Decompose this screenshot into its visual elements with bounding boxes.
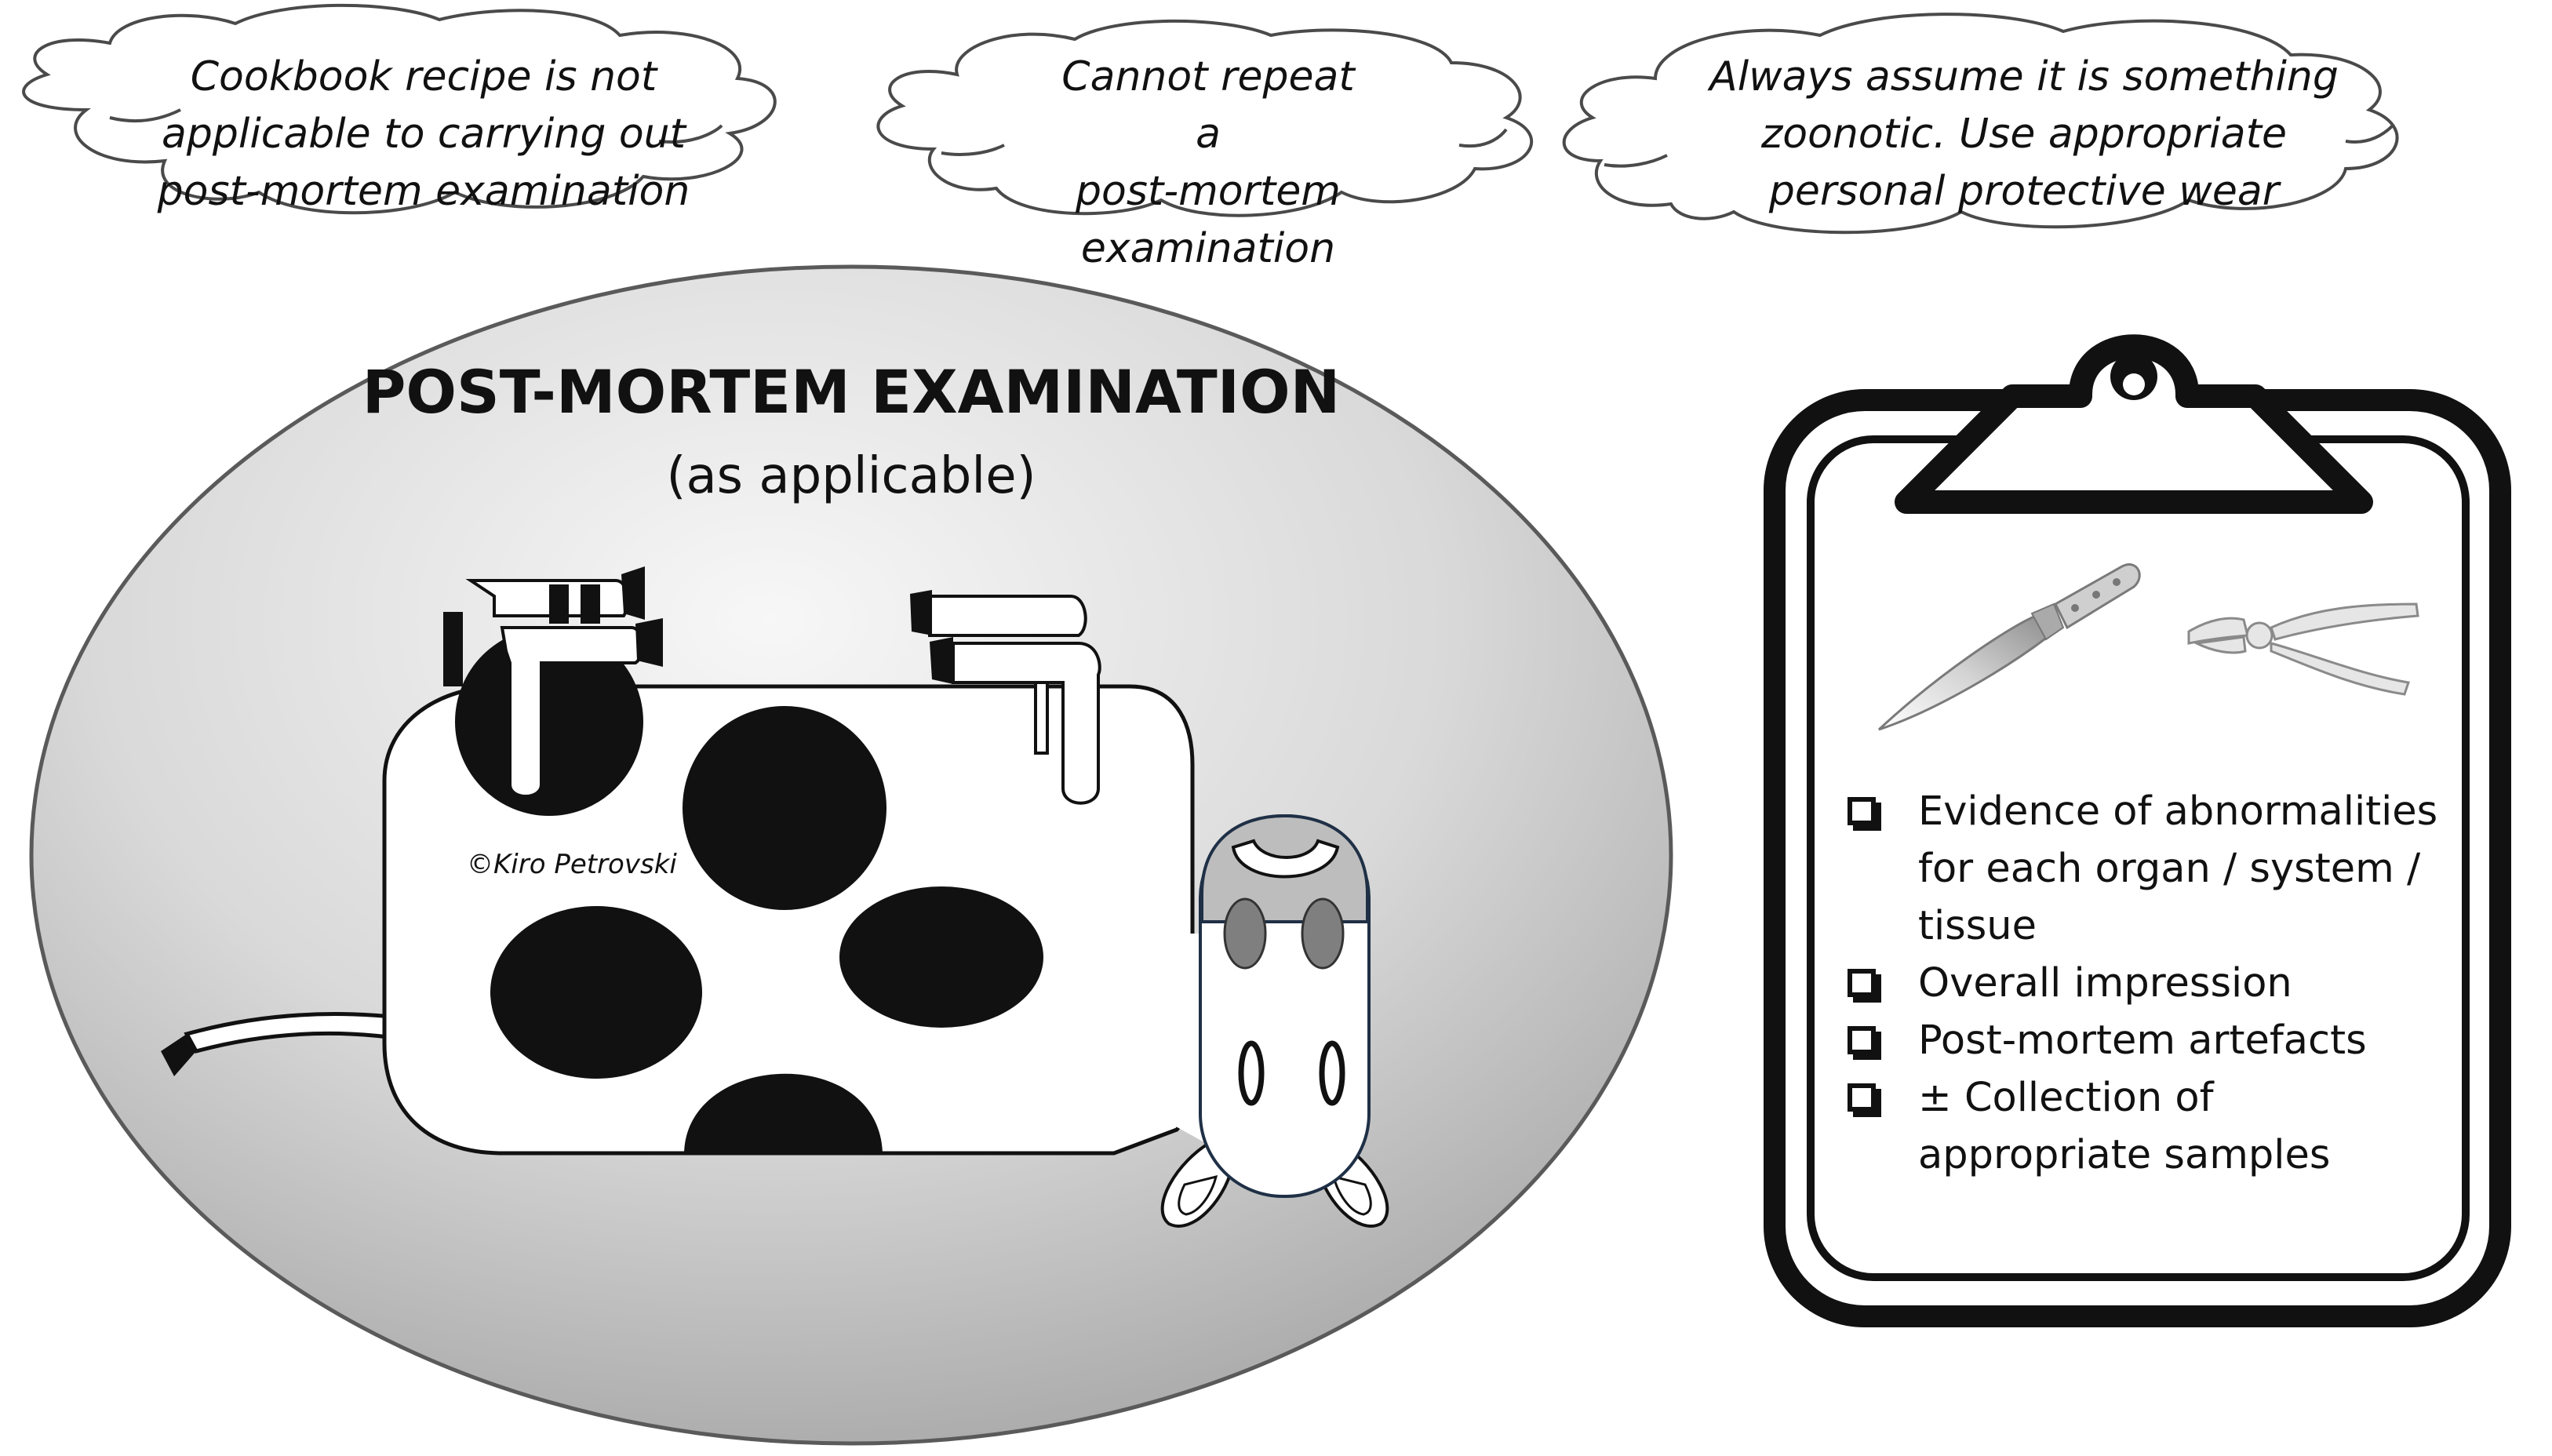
checkbox-icon — [1848, 1083, 1876, 1112]
cow-leg — [581, 584, 600, 624]
cloud-line: examination — [1080, 225, 1336, 272]
checklist-line: appropriate samples — [1918, 1132, 2331, 1178]
checklist-line: ± Collection of — [1918, 1075, 2214, 1121]
cow-leg — [549, 584, 569, 624]
checklist-line: Evidence of abnormalities — [1918, 788, 2438, 835]
cow-spot — [839, 886, 1043, 1028]
cloud-2 — [876, 19, 1534, 217]
cloud-text-1: Cookbook recipe is not applicable to car… — [141, 49, 706, 220]
checklist: Evidence of abnormalities for each organ… — [1848, 783, 2459, 1184]
cow-hoof — [621, 566, 645, 620]
cow-hoof — [910, 590, 932, 635]
cloud-line: Cookbook recipe is not — [190, 53, 657, 100]
checklist-line: Overall impression — [1918, 960, 2292, 1006]
cow-illustration — [161, 566, 1389, 1228]
cow-eye — [1301, 897, 1345, 970]
cow-leg — [443, 612, 463, 686]
cloud-text-2: Cannot repeat a post-mortem examination — [1043, 49, 1373, 278]
cow-spot — [455, 628, 643, 816]
cow-eye — [1223, 897, 1267, 970]
cow-hoof — [930, 637, 953, 684]
knife-icon — [1877, 563, 2141, 731]
cow-leg — [952, 642, 1101, 805]
cow-spot — [490, 906, 702, 1079]
checkbox-icon — [1848, 969, 1876, 997]
copyright-text: ©Kiro Petrovski — [467, 849, 677, 880]
cow-ear — [1178, 1174, 1218, 1216]
clipboard-clip-hole — [2123, 373, 2145, 395]
checklist-item: ± Collection of appropriate samples — [1848, 1069, 2459, 1184]
cloud-line: post-mortem — [1076, 168, 1341, 215]
cloud-line: Always assume it is something — [1709, 53, 2339, 100]
cow-ear — [1331, 1174, 1372, 1216]
cloud-line: post-mortem examination — [157, 168, 690, 215]
cloud-line: zoonotic. Use appropriate — [1760, 111, 2287, 158]
cloud-3 — [1562, 13, 2399, 235]
cow-nostril — [1319, 1040, 1345, 1106]
checklist-item: Post-mortem artefacts — [1848, 1012, 2459, 1069]
cow-leg — [928, 595, 1087, 637]
clipboard-clip — [1895, 334, 2373, 514]
checklist-item: Overall impression — [1848, 955, 2459, 1012]
checklist-item: Evidence of abnormalities for each organ… — [1848, 783, 2459, 955]
cow-leg — [1034, 681, 1049, 755]
checklist-line: Post-mortem artefacts — [1918, 1017, 2367, 1064]
checklist-line: for each organ / system / — [1918, 846, 2421, 892]
cloud-line: applicable to carrying out — [161, 111, 686, 158]
cloud-text-3: Always assume it is something zoonotic. … — [1671, 49, 2377, 220]
cow-hoof — [635, 618, 663, 667]
cow-horn — [1231, 839, 1340, 879]
cow-tail-tuft — [161, 1034, 196, 1076]
cloud-line: personal protective wear — [1768, 168, 2280, 215]
cow-spot — [683, 706, 886, 910]
cloud-1 — [22, 3, 777, 215]
page-title: POST-MORTEM EXAMINATION — [362, 357, 1341, 427]
bone-cutter-icon — [2187, 602, 2419, 696]
checklist-line: tissue — [1918, 903, 2037, 949]
checkbox-icon — [1848, 1026, 1876, 1054]
cloud-line: Cannot repeat a — [1061, 53, 1355, 158]
checkbox-icon — [1848, 797, 1876, 825]
page-subtitle: (as applicable) — [666, 447, 1036, 505]
cow-nostril — [1238, 1040, 1265, 1106]
cow-spot — [684, 1073, 883, 1153]
